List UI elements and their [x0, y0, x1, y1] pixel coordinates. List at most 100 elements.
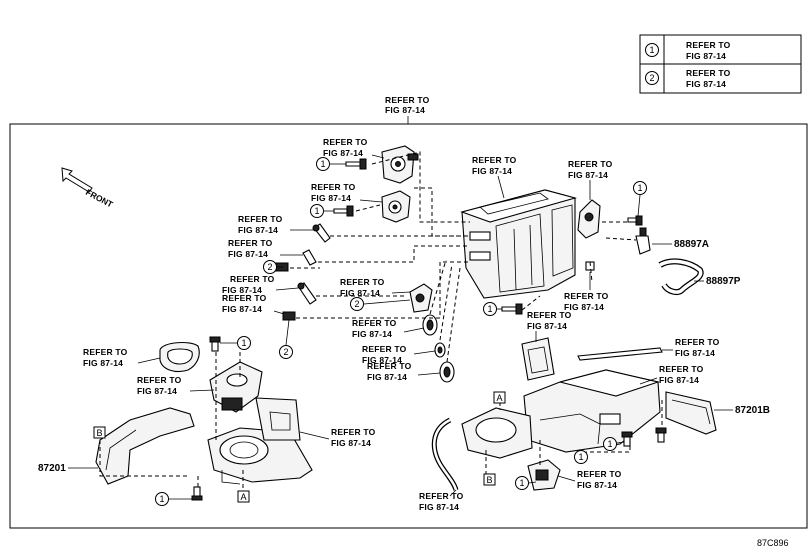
- svg-text:REFER TO: REFER TO: [228, 238, 273, 248]
- svg-text:REFER TO: REFER TO: [230, 274, 275, 284]
- legend-row-1-line2: FIG 87-14: [686, 51, 726, 61]
- callout-1-b: 1: [310, 204, 334, 218]
- svg-text:1: 1: [314, 206, 319, 216]
- svg-text:REFER TO: REFER TO: [675, 337, 720, 347]
- svg-text:REFER TO: REFER TO: [83, 347, 128, 357]
- legend-row-2-line2: FIG 87-14: [686, 79, 726, 89]
- svg-text:A: A: [240, 492, 246, 502]
- svg-text:FIG 87-14: FIG 87-14: [311, 193, 351, 203]
- svg-text:FIG 87-14: FIG 87-14: [659, 375, 699, 385]
- svg-text:FIG 87-14: FIG 87-14: [472, 166, 512, 176]
- callout-1-c: 1: [483, 302, 502, 316]
- actuator-right: [577, 199, 601, 239]
- svg-text:87201B: 87201B: [735, 405, 770, 416]
- front-arrow-icon: [61, 167, 93, 193]
- duct-87201b: [665, 391, 717, 435]
- svg-text:FIG 87-14: FIG 87-14: [675, 348, 715, 358]
- svg-text:REFER TO: REFER TO: [222, 293, 267, 303]
- svg-text:FIG 87-14: FIG 87-14: [340, 288, 380, 298]
- main-frame: [9, 123, 808, 529]
- bolt-left: [209, 336, 221, 352]
- svg-text:REFER TO: REFER TO: [323, 137, 368, 147]
- svg-text:1: 1: [241, 338, 246, 348]
- callout-1-f: 1: [155, 492, 192, 506]
- callout-2-icon: [645, 71, 659, 85]
- servo-motor-middle: [381, 190, 411, 223]
- callout-1-d: 1: [633, 181, 647, 217]
- svg-text:FIG 87-14: FIG 87-14: [362, 355, 402, 365]
- svg-text:FIG 87-14: FIG 87-14: [222, 285, 262, 295]
- link-lever-2: [302, 249, 317, 266]
- bolt-bottom-right: [621, 431, 633, 447]
- svg-text:REFER TO: REFER TO: [568, 159, 613, 169]
- cooling-unit-case: [523, 369, 661, 453]
- legend-row-1: 1 REFER TO FIG 87-14: [645, 40, 731, 61]
- box-b-left: B: [93, 426, 106, 439]
- callout-1-g: 1: [574, 450, 588, 464]
- svg-text:REFER TO: REFER TO: [527, 310, 572, 320]
- svg-text:FIG 87-14: FIG 87-14: [222, 304, 262, 314]
- svg-text:REFER TO: REFER TO: [659, 364, 704, 374]
- blower-housing-right: [461, 407, 533, 459]
- duct-87201: [95, 407, 195, 485]
- ref-top-line2: FIG 87-14: [385, 105, 425, 115]
- servo-motor-lower: [409, 283, 433, 313]
- svg-text:REFER TO: REFER TO: [340, 277, 385, 287]
- svg-text:B: B: [96, 428, 102, 438]
- svg-text:REFER TO: REFER TO: [577, 469, 622, 479]
- legend-row-2-line1: REFER TO: [686, 68, 731, 78]
- screw-4: [627, 215, 643, 226]
- part-numbers: 88897A 88897P 87201B 87201: [38, 239, 770, 474]
- svg-text:2: 2: [283, 347, 288, 357]
- box-markers: B A A B: [93, 391, 506, 503]
- svg-text:FIG 87-14: FIG 87-14: [577, 480, 617, 490]
- box-b-right: B: [483, 473, 496, 486]
- legend-row-1-number: 1: [649, 45, 654, 55]
- ref-top-line1: REFER TO: [385, 95, 430, 105]
- svg-text:FIG 87-14: FIG 87-14: [331, 438, 371, 448]
- svg-text:REFER TO: REFER TO: [311, 182, 356, 192]
- gasket-1: [422, 314, 438, 336]
- svg-text:FIG 87-14: FIG 87-14: [419, 502, 459, 512]
- figure-code: 87C896: [757, 538, 789, 548]
- svg-text:FIG 87-14: FIG 87-14: [238, 225, 278, 235]
- pad-strip: [577, 347, 663, 361]
- callout-2-c: 2: [279, 319, 293, 359]
- svg-text:FIG 87-14: FIG 87-14: [137, 386, 177, 396]
- assembly-lines: [99, 151, 663, 492]
- svg-text:1: 1: [519, 478, 524, 488]
- svg-text:FIG 87-14: FIG 87-14: [228, 249, 268, 259]
- svg-text:1: 1: [320, 159, 325, 169]
- callout-1-a: 1: [316, 157, 346, 171]
- drain-hose: [431, 417, 459, 491]
- svg-text:2: 2: [354, 299, 359, 309]
- gasket-3: [439, 361, 455, 383]
- legend-row-1-line1: REFER TO: [686, 40, 731, 50]
- svg-text:REFER TO: REFER TO: [137, 375, 182, 385]
- front-arrow: FRONT: [61, 167, 115, 210]
- heater-unit-case: [460, 189, 578, 299]
- svg-text:FIG 87-14: FIG 87-14: [352, 329, 392, 339]
- svg-text:REFER TO: REFER TO: [362, 344, 407, 354]
- svg-text:FIG 87-14: FIG 87-14: [323, 148, 363, 158]
- motor-bracket: [527, 459, 561, 491]
- svg-text:88897A: 88897A: [674, 239, 709, 250]
- svg-text:REFER TO: REFER TO: [564, 291, 609, 301]
- svg-text:REFER TO: REFER TO: [472, 155, 517, 165]
